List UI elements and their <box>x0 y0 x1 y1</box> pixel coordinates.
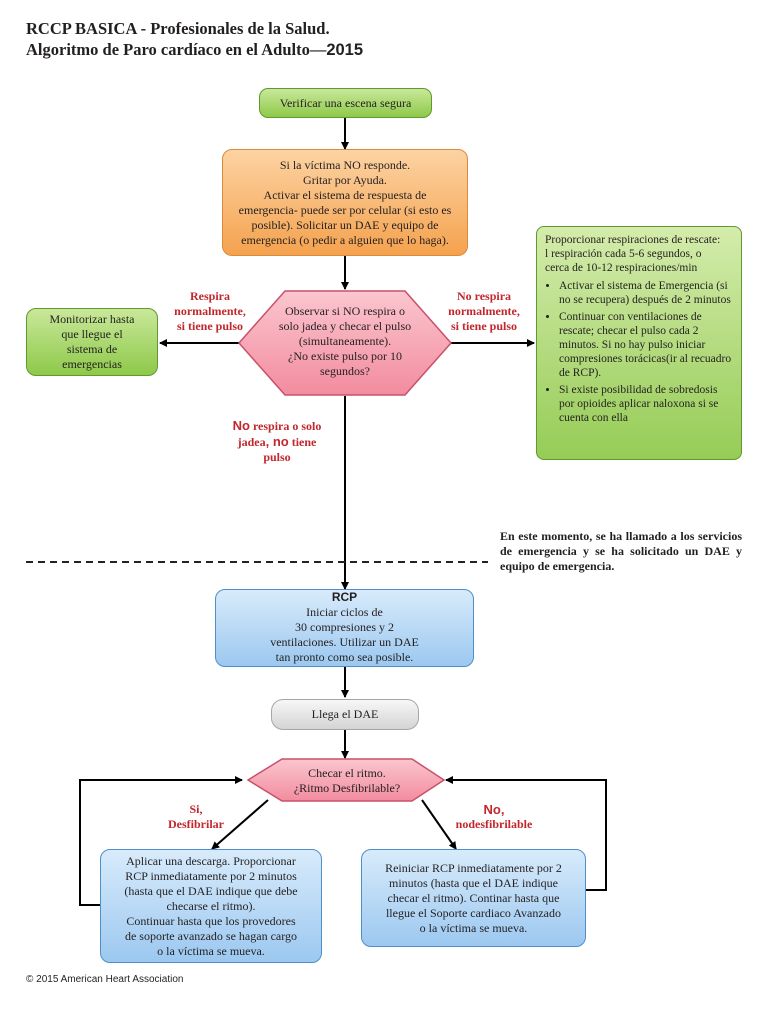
noshock-line: checar el ritmo). Continar hasta que <box>387 890 560 905</box>
rcp-line: Iniciar ciclos de <box>306 604 383 619</box>
respond-line: emergencia- puede ser por celular (si es… <box>238 202 452 217</box>
label-emph: , no <box>265 434 289 449</box>
label-line: Respira <box>190 289 230 303</box>
rhythm-line: ¿Ritmo Desfibrilable? <box>293 781 401 795</box>
rescue-intro-line: Proporcionar respiraciones de rescate: <box>545 234 721 246</box>
label-text: tiene <box>288 435 317 449</box>
rcp-line: 30 compresiones y 2 <box>295 619 394 634</box>
title-line-2-text: Algoritmo de Paro cardíaco en el Adulto— <box>26 40 327 59</box>
arrow-rhythm-to-shock <box>211 799 269 850</box>
label-line: si tiene pulso <box>450 319 517 333</box>
respond-line: emergencia (o pedir a alguien que lo hag… <box>241 232 449 247</box>
rescue-intro-line: l respiración cada 5-6 segundos, o <box>545 248 702 260</box>
observe-line: solo jadea y checar el pulso <box>278 319 412 333</box>
respond-line: Gritar por Ayuda. <box>303 172 387 187</box>
noshock-line: Reiniciar RCP inmediatamente por 2 <box>385 860 562 875</box>
shock-line: (hasta que el DAE indique que debe <box>124 883 298 898</box>
label-line: nodesfibrilable <box>455 817 533 831</box>
label-text: respira o solo <box>249 419 322 433</box>
loop-shock-to-rhythm <box>79 776 243 906</box>
label-not-breathing: No respira o solo jadea, no tiene pulso <box>214 418 340 465</box>
monitor-line: emergencias <box>62 357 122 371</box>
label-line: normalmente, <box>448 304 520 318</box>
shock-line: de soporte avanzado se hagan cargo <box>124 928 298 943</box>
observe-text: Observar si NO respira o solo jadea y ch… <box>246 304 444 379</box>
dae-text: Llega el DAE <box>311 707 379 721</box>
observe-line: ¿No existe pulso por 10 <box>288 349 402 363</box>
arrow-rhythm-to-noshock <box>421 799 457 850</box>
noshock-line: llegue el Soporte cardiaco Avanzado <box>385 905 562 920</box>
rhythm-text: Checar el ritmo. ¿Ritmo Desfibrilable? <box>262 766 432 796</box>
respond-line: posible). Solicitar un DAE y equipo de <box>251 217 439 232</box>
observe-line: Observar si NO respira o <box>285 304 405 318</box>
monitor-line: que llegue el <box>61 327 123 341</box>
label-text: jadea <box>237 435 266 449</box>
label-line: jadea, no tiene <box>214 434 340 450</box>
scene-text: Verificar una escena segura <box>279 95 412 110</box>
loop-noshock-to-rhythm <box>445 776 607 891</box>
label-line: pulso <box>263 450 291 464</box>
label-line: normalmente, <box>174 304 246 318</box>
observe-hexagon <box>237 290 453 396</box>
label-yes: Si, Desfibrilar <box>146 802 246 832</box>
title-line-2: Algoritmo de Paro cardíaco en el Adulto—… <box>26 39 363 61</box>
respond-node: Si la víctima NO responde. Gritar por Ay… <box>222 149 468 256</box>
noshock-line: o la víctima se mueva. <box>419 920 528 935</box>
rescue-node: Proporcionar respiraciones de rescate: l… <box>536 226 742 460</box>
rhythm-line: Checar el ritmo. <box>308 766 386 780</box>
label-no: No, nodesfibrilable <box>444 802 544 832</box>
label-line: No respira o solo <box>214 418 340 434</box>
label-line: No, <box>483 802 505 817</box>
shock-line: RCP inmediatamente por 2 minutos <box>125 868 297 883</box>
monitor-line: sistema de <box>66 342 118 356</box>
label-line: si tiene pulso <box>176 319 243 333</box>
label-breathing-right: No respira normalmente, si tiene pulso <box>436 289 532 334</box>
scene-node: Verificar una escena segura <box>259 88 432 118</box>
shock-line: Aplicar una descarga. Proporcionar <box>126 853 296 868</box>
label-emph: No <box>232 418 250 433</box>
respond-line: Si la víctima NO responde. <box>279 157 411 172</box>
shock-line: o la víctima se mueva. <box>157 943 265 958</box>
dae-node: Llega el DAE <box>271 699 419 730</box>
observe-line: (simultaneamente). <box>298 334 392 348</box>
title-year: 2015 <box>326 41 364 59</box>
shock-line: Continuar hasta que los provedores <box>126 913 296 928</box>
label-line: Si, <box>189 802 203 816</box>
rescue-intro-line: cerca de 10-12 respiraciones/min <box>545 262 698 274</box>
monitor-node: Monitorizar hasta que llegue el sistema … <box>26 308 158 376</box>
copyright: © 2015 American Heart Association <box>26 974 184 985</box>
rhythm-hexagon <box>246 758 446 802</box>
rcp-node: RCP Iniciar ciclos de 30 compresiones y … <box>215 589 474 667</box>
title-line-1: RCCP BASICA - Profesionales de la Salud. <box>26 19 330 38</box>
monitor-line: Monitorizar hasta <box>49 312 135 326</box>
emergency-note: En este momento, se ha llamado a los ser… <box>500 529 742 573</box>
noshock-line: minutos (hasta que el DAE indique <box>389 875 558 890</box>
shock-line: checarse el ritmo). <box>166 898 256 913</box>
label-line: No respira <box>456 289 512 303</box>
rcp-line: tan pronto como sea posible. <box>275 649 414 664</box>
rcp-heading: RCP <box>331 589 358 604</box>
page-title: RCCP BASICA - Profesionales de la Salud.… <box>26 18 363 61</box>
label-line: Desfibrilar <box>168 817 224 831</box>
rescue-item: Si existe posibilidad de sobredosis por … <box>559 383 733 425</box>
rescue-item: Activar el sistema de Emergencia (si no … <box>559 279 733 307</box>
rescue-list: Activar el sistema de Emergencia (si no … <box>545 279 733 425</box>
shock-node: Aplicar una descarga. Proporcionar RCP i… <box>100 849 322 963</box>
noshock-node: Reiniciar RCP inmediatamente por 2 minut… <box>361 849 586 947</box>
label-breathing-left: Respira normalmente, si tiene pulso <box>162 289 258 334</box>
rescue-item: Continuar con ventilaciones de rescate; … <box>559 310 733 380</box>
rcp-line: ventilaciones. Utilizar un DAE <box>270 634 419 649</box>
observe-line: segundos? <box>320 364 370 378</box>
respond-line: Activar el sistema de respuesta de <box>263 187 427 202</box>
